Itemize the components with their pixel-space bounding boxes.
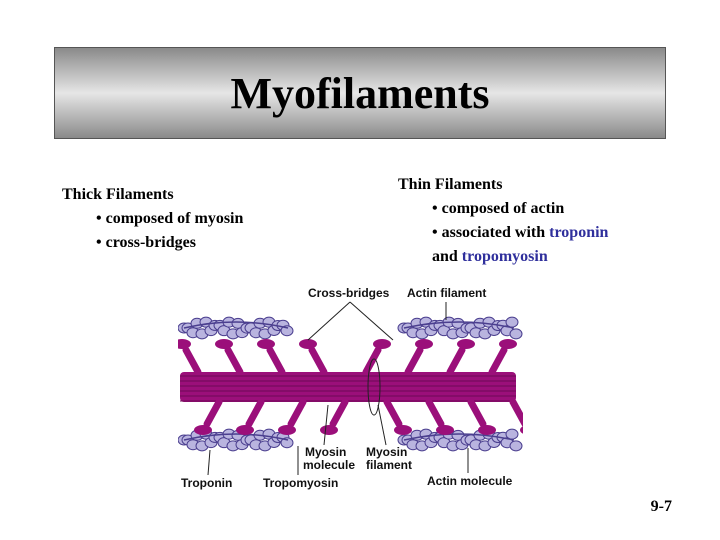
label-cross-bridges: Cross-bridges [308, 286, 390, 300]
label-myosin-filament-1: Myosin [366, 445, 407, 459]
diagram-svg: Cross-bridges Actin filament Myosin mole… [178, 286, 523, 490]
thin-heading: Thin Filaments [398, 176, 503, 193]
label-actin-molecule: Actin molecule [427, 474, 513, 488]
cross-bridge-head [394, 425, 412, 435]
leader-troponin [207, 449, 211, 476]
cross-bridge-head [278, 425, 296, 435]
cross-bridge-head [215, 339, 233, 349]
cross-bridge-arm [308, 346, 328, 376]
leader-myosin-molecule [323, 404, 329, 446]
cross-bridge-arm [287, 398, 307, 428]
actin-filament-top [178, 316, 523, 340]
cross-bridge-arm [245, 398, 265, 428]
slide-number: 9-7 [650, 498, 672, 515]
title-bar: Myofilaments [54, 47, 666, 139]
cross-bridge-arm [446, 346, 466, 376]
cross-bridge-head [320, 425, 338, 435]
cross-bridge-arm [329, 398, 349, 428]
leader-lines [207, 301, 469, 476]
leader-cross-bridges-left [307, 301, 351, 341]
myofilament-diagram: Cross-bridges Actin filament Myosin mole… [178, 280, 523, 495]
thin-bullet-2: • associated with troponin [398, 221, 608, 245]
cross-bridge-arm [203, 398, 223, 428]
cross-bridge-head [299, 339, 317, 349]
cross-bridge-arm [404, 346, 424, 376]
thin-bullet-1: • composed of actin [432, 200, 565, 217]
myosin-filament [178, 339, 523, 435]
tropomyosin-strand [183, 321, 289, 329]
cross-bridge-head [194, 425, 212, 435]
myosin-molecule-highlight [367, 358, 381, 416]
cross-bridge-head [178, 339, 191, 349]
cross-bridge-head [236, 425, 254, 435]
thick-filaments-block: Thick Filaments • composed of myosin • c… [62, 183, 243, 255]
cross-bridge-head [478, 425, 496, 435]
actin-bead [280, 325, 294, 337]
cross-bridge-arm [266, 346, 286, 376]
cross-bridge-head [520, 426, 523, 434]
leader-myosin-filament [377, 404, 387, 446]
troponin-term: troponin [549, 224, 609, 241]
actin-bead [505, 428, 519, 440]
cross-bridge-arm [425, 398, 445, 428]
tropomyosin-strand [403, 321, 515, 329]
actin-bead [505, 316, 519, 328]
cross-bridge-arm [509, 398, 523, 427]
thin-bullet-2-text: • associated with [432, 224, 550, 241]
cross-bridge-head [499, 339, 517, 349]
cross-bridge-arm [182, 346, 202, 376]
myosin-shaft [180, 372, 516, 402]
label-actin-filament: Actin filament [407, 286, 486, 300]
label-myosin-molecule-1: Myosin [305, 445, 346, 459]
cross-bridge-head [373, 339, 391, 349]
actin-bead [509, 440, 523, 452]
tropomyosin-strand [403, 433, 515, 441]
label-myosin-filament-2: filament [366, 458, 412, 472]
thin-bullet-3-text: and [432, 248, 462, 265]
thick-heading: Thick Filaments [62, 186, 174, 203]
cross-bridge-arm [383, 398, 403, 428]
thick-bullet-1: • composed of myosin [96, 210, 244, 227]
thin-filaments-block: Thin Filaments • composed of actin • ass… [398, 173, 608, 269]
thick-bullet-2: • cross-bridges [96, 234, 196, 251]
label-tropomyosin: Tropomyosin [263, 476, 338, 490]
cross-bridge-arm [488, 346, 508, 376]
cross-bridge-arm [467, 398, 487, 428]
tropomyosin-term: tropomyosin [461, 248, 548, 265]
cross-bridge-head [436, 425, 454, 435]
slide-title: Myofilaments [230, 68, 490, 118]
cross-bridge-arm [224, 346, 244, 376]
cross-bridge-head [257, 339, 275, 349]
cross-bridge-head [457, 339, 475, 349]
leader-cross-bridges-right [349, 301, 394, 341]
actin-bead [509, 328, 523, 340]
tropomyosin-strand [183, 433, 289, 441]
label-myosin-molecule-2: molecule [303, 458, 355, 472]
actin-bead [280, 437, 294, 449]
cross-bridge-head [415, 339, 433, 349]
label-troponin: Troponin [181, 476, 232, 490]
actin-filament-bottom [178, 428, 523, 452]
thin-bullet-3: and tropomyosin [398, 245, 608, 269]
